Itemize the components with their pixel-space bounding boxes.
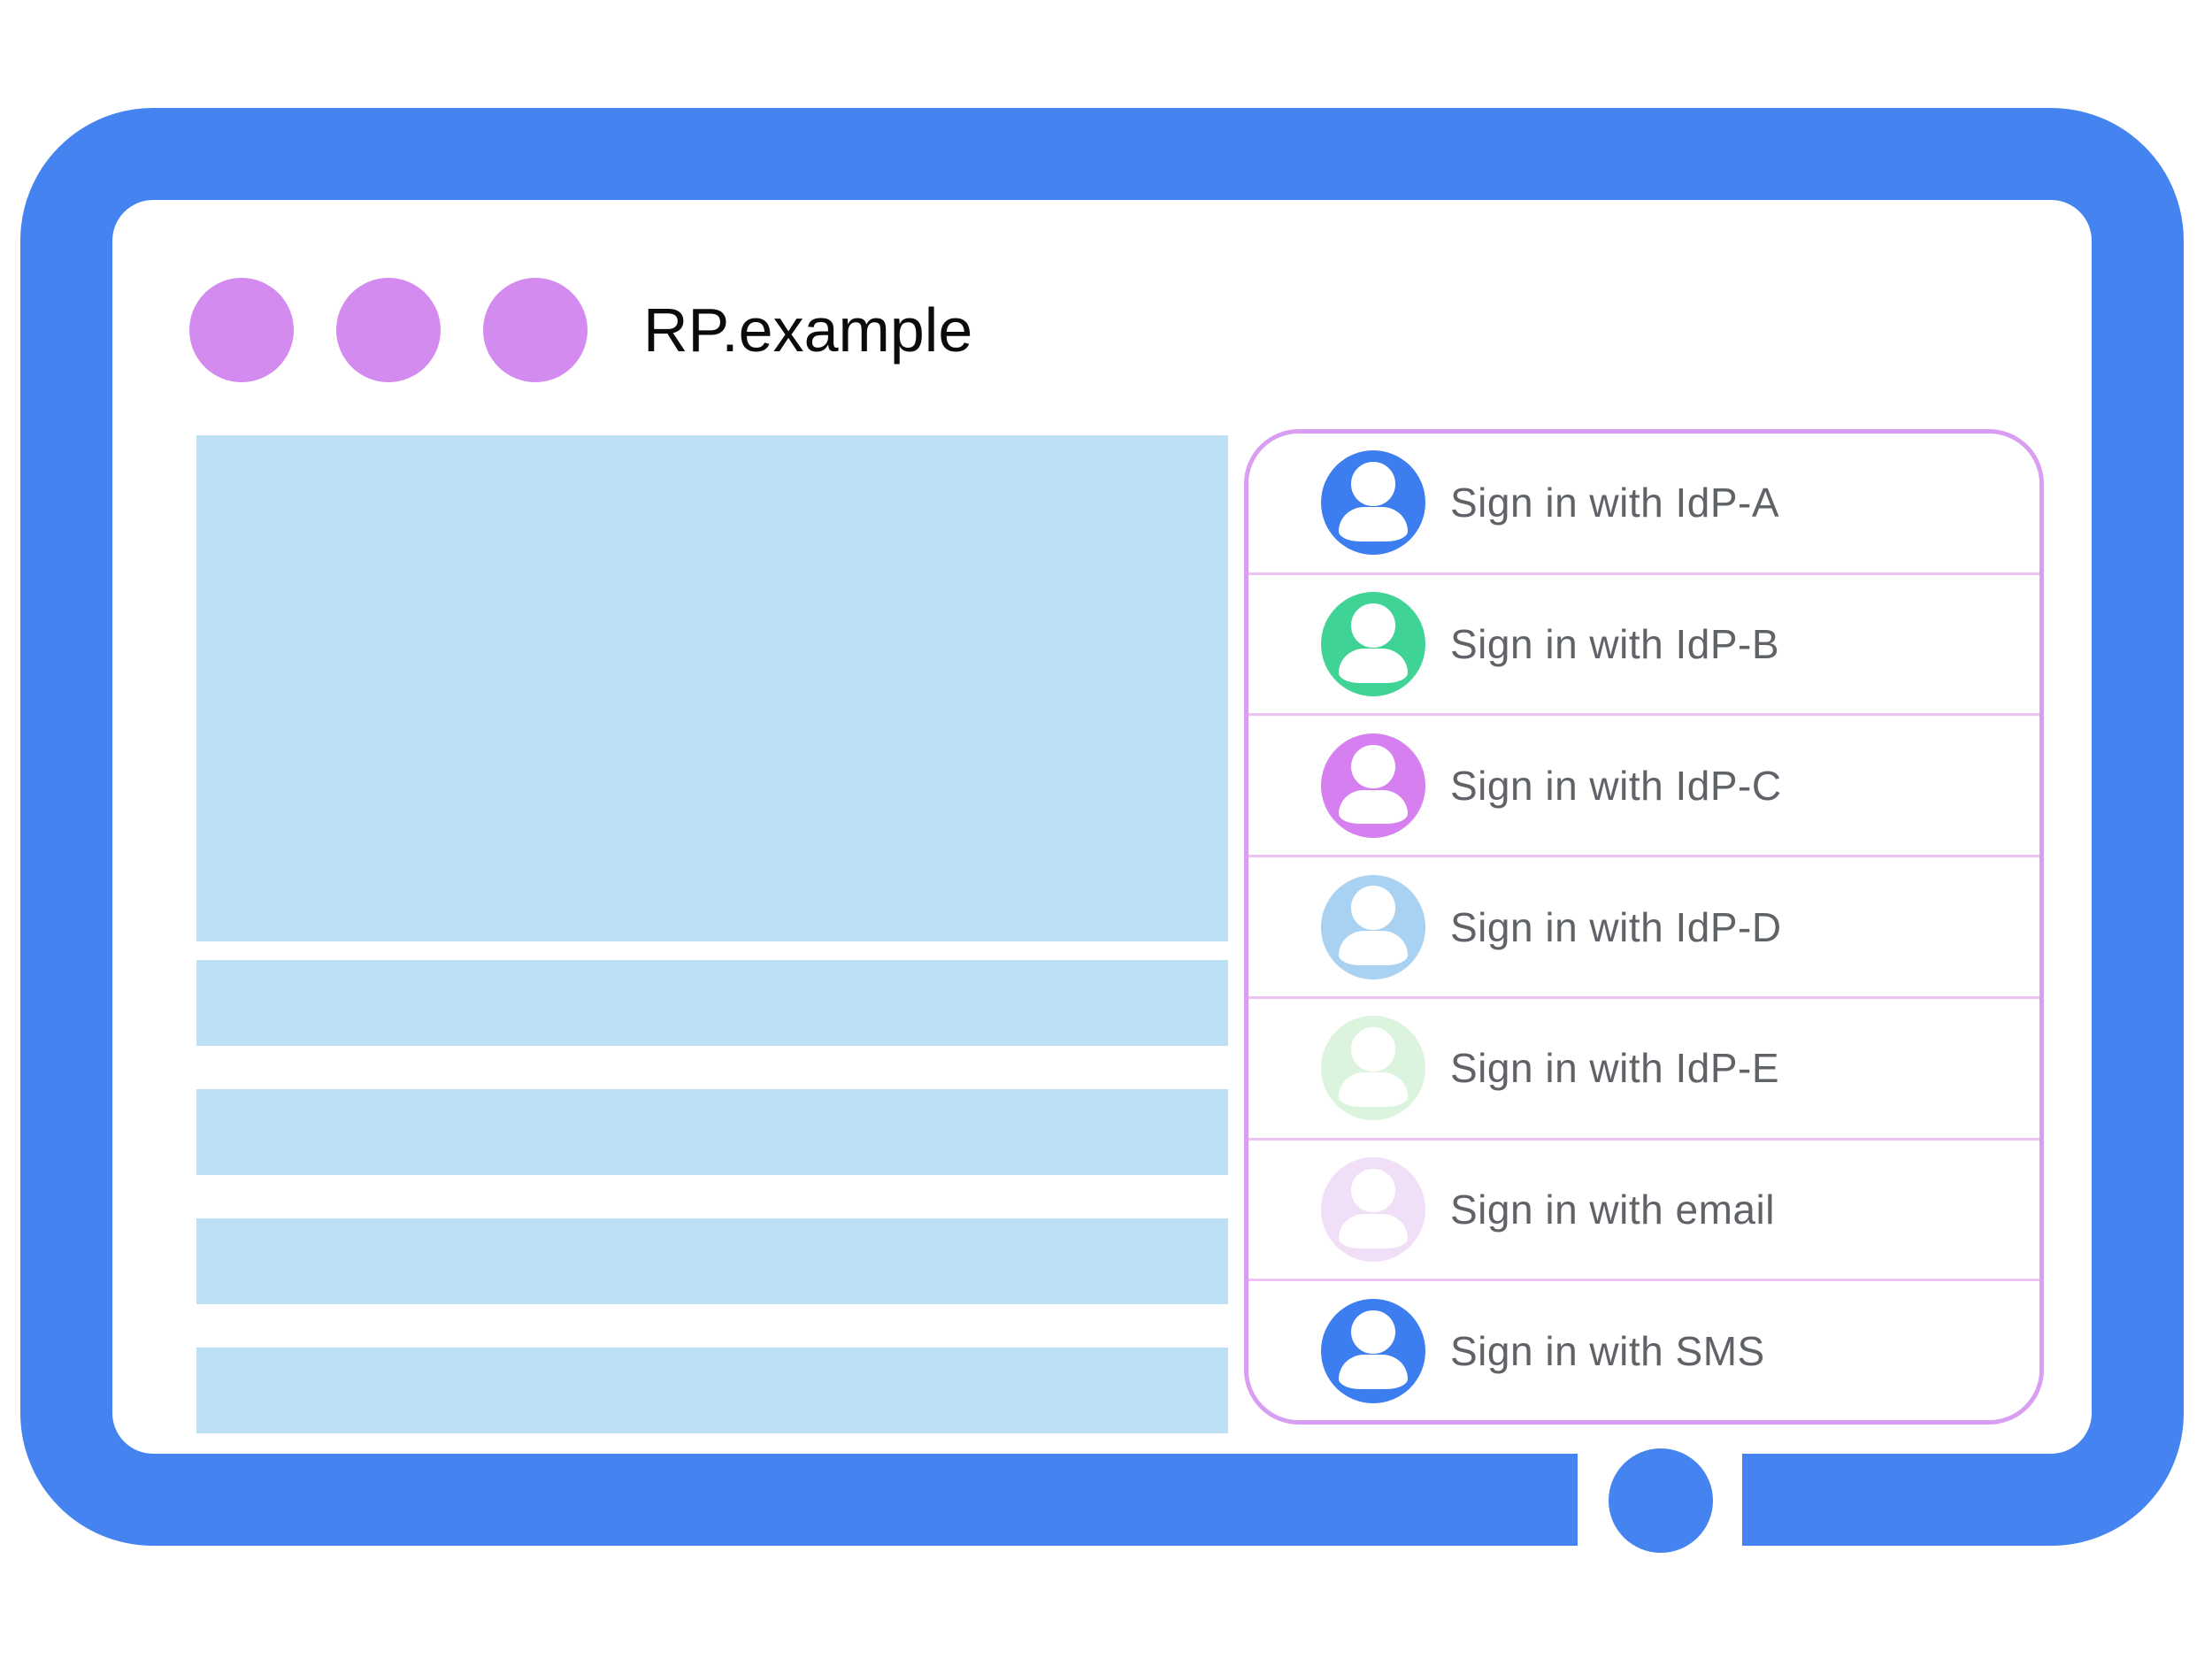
text-placeholder-bar [196,1348,1228,1433]
signin-option-button[interactable]: Sign in with IdP-C [1248,713,2039,856]
avatar-head [1351,462,1395,506]
avatar-torso [1339,507,1408,542]
signin-panel: Sign in with IdP-A Sign in with IdP-B Si… [1244,429,2044,1425]
home-button [1609,1448,1713,1553]
hero-content-placeholder [196,435,1228,941]
window-controls [189,278,588,382]
user-avatar-icon [1321,733,1425,838]
signin-option-label: Sign in with IdP-D [1450,903,1782,950]
frame-bottom-left-cap [1479,1454,1578,1546]
avatar-torso [1339,931,1408,966]
user-avatar-icon [1321,592,1425,697]
avatar-head [1351,1310,1395,1355]
signin-option-label: Sign in with email [1450,1186,1775,1233]
text-placeholder-bar [196,960,1228,1046]
window-control-dot [336,278,441,382]
signin-option-label: Sign in with SMS [1450,1327,1765,1374]
avatar-head [1351,1027,1395,1071]
avatar-torso [1339,789,1408,825]
signin-option-button[interactable]: Sign in with IdP-A [1248,434,2039,572]
page-title: RP.example [643,296,973,365]
user-avatar-icon [1321,1156,1425,1262]
signin-option-button[interactable]: Sign in with IdP-E [1248,995,2039,1138]
avatar-head [1351,1168,1395,1213]
user-avatar-icon [1321,450,1425,556]
user-avatar-icon [1321,1016,1425,1121]
signin-option-button[interactable]: Sign in with IdP-D [1248,855,2039,996]
avatar-head [1351,744,1395,789]
avatar-head [1351,886,1395,931]
text-placeholder-bar [196,1089,1228,1175]
avatar-torso [1339,1355,1408,1390]
window-control-dot [189,278,294,382]
user-avatar-icon [1321,874,1425,979]
signin-option-label: Sign in with IdP-A [1450,480,1780,526]
signin-option-label: Sign in with IdP-E [1450,1045,1780,1092]
avatar-head [1351,603,1395,648]
avatar-torso [1339,648,1408,683]
avatar-torso [1339,1213,1408,1248]
text-placeholder-bars [196,960,1228,1433]
signin-option-button[interactable]: Sign in with SMS [1248,1279,2039,1420]
user-avatar-icon [1321,1298,1425,1403]
frame-bottom-right-cap [1742,1454,1841,1546]
signin-option-label: Sign in with IdP-B [1450,621,1780,668]
text-placeholder-bar [196,1218,1228,1304]
avatar-torso [1339,1071,1408,1107]
signin-option-label: Sign in with IdP-C [1450,762,1782,809]
signin-option-button[interactable]: Sign in with IdP-B [1248,572,2039,714]
signin-option-button[interactable]: Sign in with email [1248,1137,2039,1279]
window-control-dot [483,278,588,382]
